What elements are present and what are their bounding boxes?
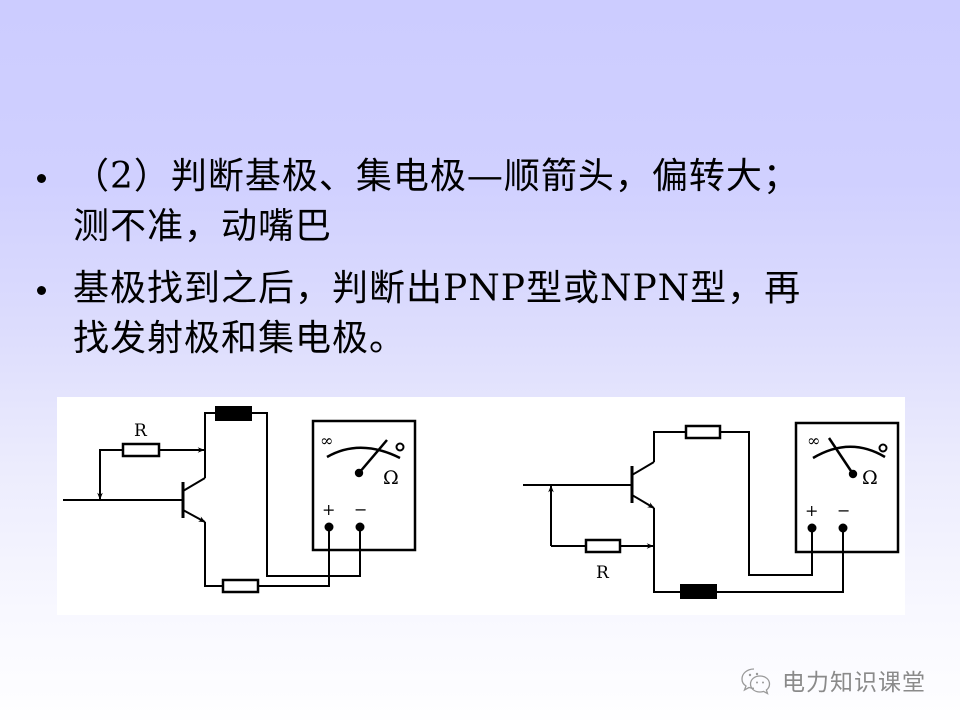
infinity-label: ∞: [320, 431, 333, 450]
ohm-label: Ω: [862, 467, 878, 489]
bullet-item-base-collector: （2）判断基极、集电极—顺箭头，偏转大； 测不准，动嘴巴: [30, 152, 930, 252]
bullet-text-line: 测不准，动嘴巴: [73, 206, 333, 247]
wechat-icon: [741, 668, 771, 695]
emitter-wire: [653, 508, 681, 593]
right-circuit: [523, 421, 900, 599]
emitter-to-minus-wire: [716, 528, 844, 593]
collector-wire: [653, 431, 686, 462]
transistor-collector-leg: [182, 477, 206, 492]
plus-terminal: [807, 523, 817, 533]
right-circuit-labels: R ∞ Ω + −: [596, 431, 878, 583]
bullet-text-line: 基极找到之后，判断出PNP型或NPN型，再: [73, 268, 802, 309]
resistor-r: [121, 442, 161, 458]
collector-to-plus-wire: [720, 431, 813, 576]
plus-label: +: [805, 501, 818, 520]
bottom-resistor: [221, 578, 260, 594]
collector-wire: [204, 412, 216, 478]
emitter-to-plus-wire: [258, 527, 330, 587]
plus-label: +: [322, 500, 335, 519]
black-resistor: [215, 406, 252, 421]
ohmmeter: [794, 421, 900, 554]
bullet-list: （2）判断基极、集电极—顺箭头，偏转大； 测不准，动嘴巴 基极找到之后，判断出P…: [30, 152, 930, 376]
resistor-r: [584, 538, 622, 554]
collector-to-minus-wire: [251, 412, 361, 577]
minus-label: −: [354, 500, 367, 519]
meter-needle: [358, 439, 388, 474]
bullet-icon: [37, 174, 46, 183]
needle-pivot: [354, 468, 364, 478]
plus-terminal: [324, 522, 334, 532]
transistor-collector-leg: [631, 461, 655, 476]
resistor-label: R: [134, 421, 148, 441]
needle-pivot: [848, 469, 858, 479]
bullet-text-line: （2）判断基极、集电极—顺箭头，偏转大；: [73, 156, 800, 197]
transistor-emitter-arrow-icon: [182, 509, 206, 523]
meter-zero-icon: [395, 442, 405, 452]
ohmmeter: [311, 419, 417, 552]
resistor-label: R: [596, 563, 610, 583]
top-resistor: [684, 424, 722, 440]
meter-scale-arc: [812, 445, 886, 460]
minus-terminal: [838, 523, 848, 533]
infinity-label: ∞: [807, 431, 820, 450]
left-circuit: [63, 406, 417, 594]
bullet-icon: [37, 286, 46, 295]
black-resistor: [680, 584, 717, 599]
diagram-panel: [57, 397, 905, 615]
bullet-item-emitter-collector: 基极找到之后，判断出PNP型或NPN型，再 找发射极和集电极。: [30, 264, 930, 364]
emitter-wire: [204, 522, 223, 587]
watermark: 电力知识课堂: [738, 660, 926, 700]
meter-zero-icon: [878, 443, 888, 453]
bullet-text-line: 找发射极和集电极。: [73, 318, 407, 359]
minus-terminal: [355, 522, 365, 532]
meter-needle: [827, 437, 855, 475]
minus-label: −: [837, 501, 850, 520]
transistor-emitter-arrow-icon: [631, 494, 655, 509]
feedback-wire: [99, 449, 123, 500]
left-circuit-labels: R ∞ Ω + −: [134, 421, 399, 519]
meter-scale-arc: [326, 446, 401, 460]
watermark-text: 电力知识课堂: [782, 670, 926, 696]
ohm-label: Ω: [383, 467, 399, 489]
